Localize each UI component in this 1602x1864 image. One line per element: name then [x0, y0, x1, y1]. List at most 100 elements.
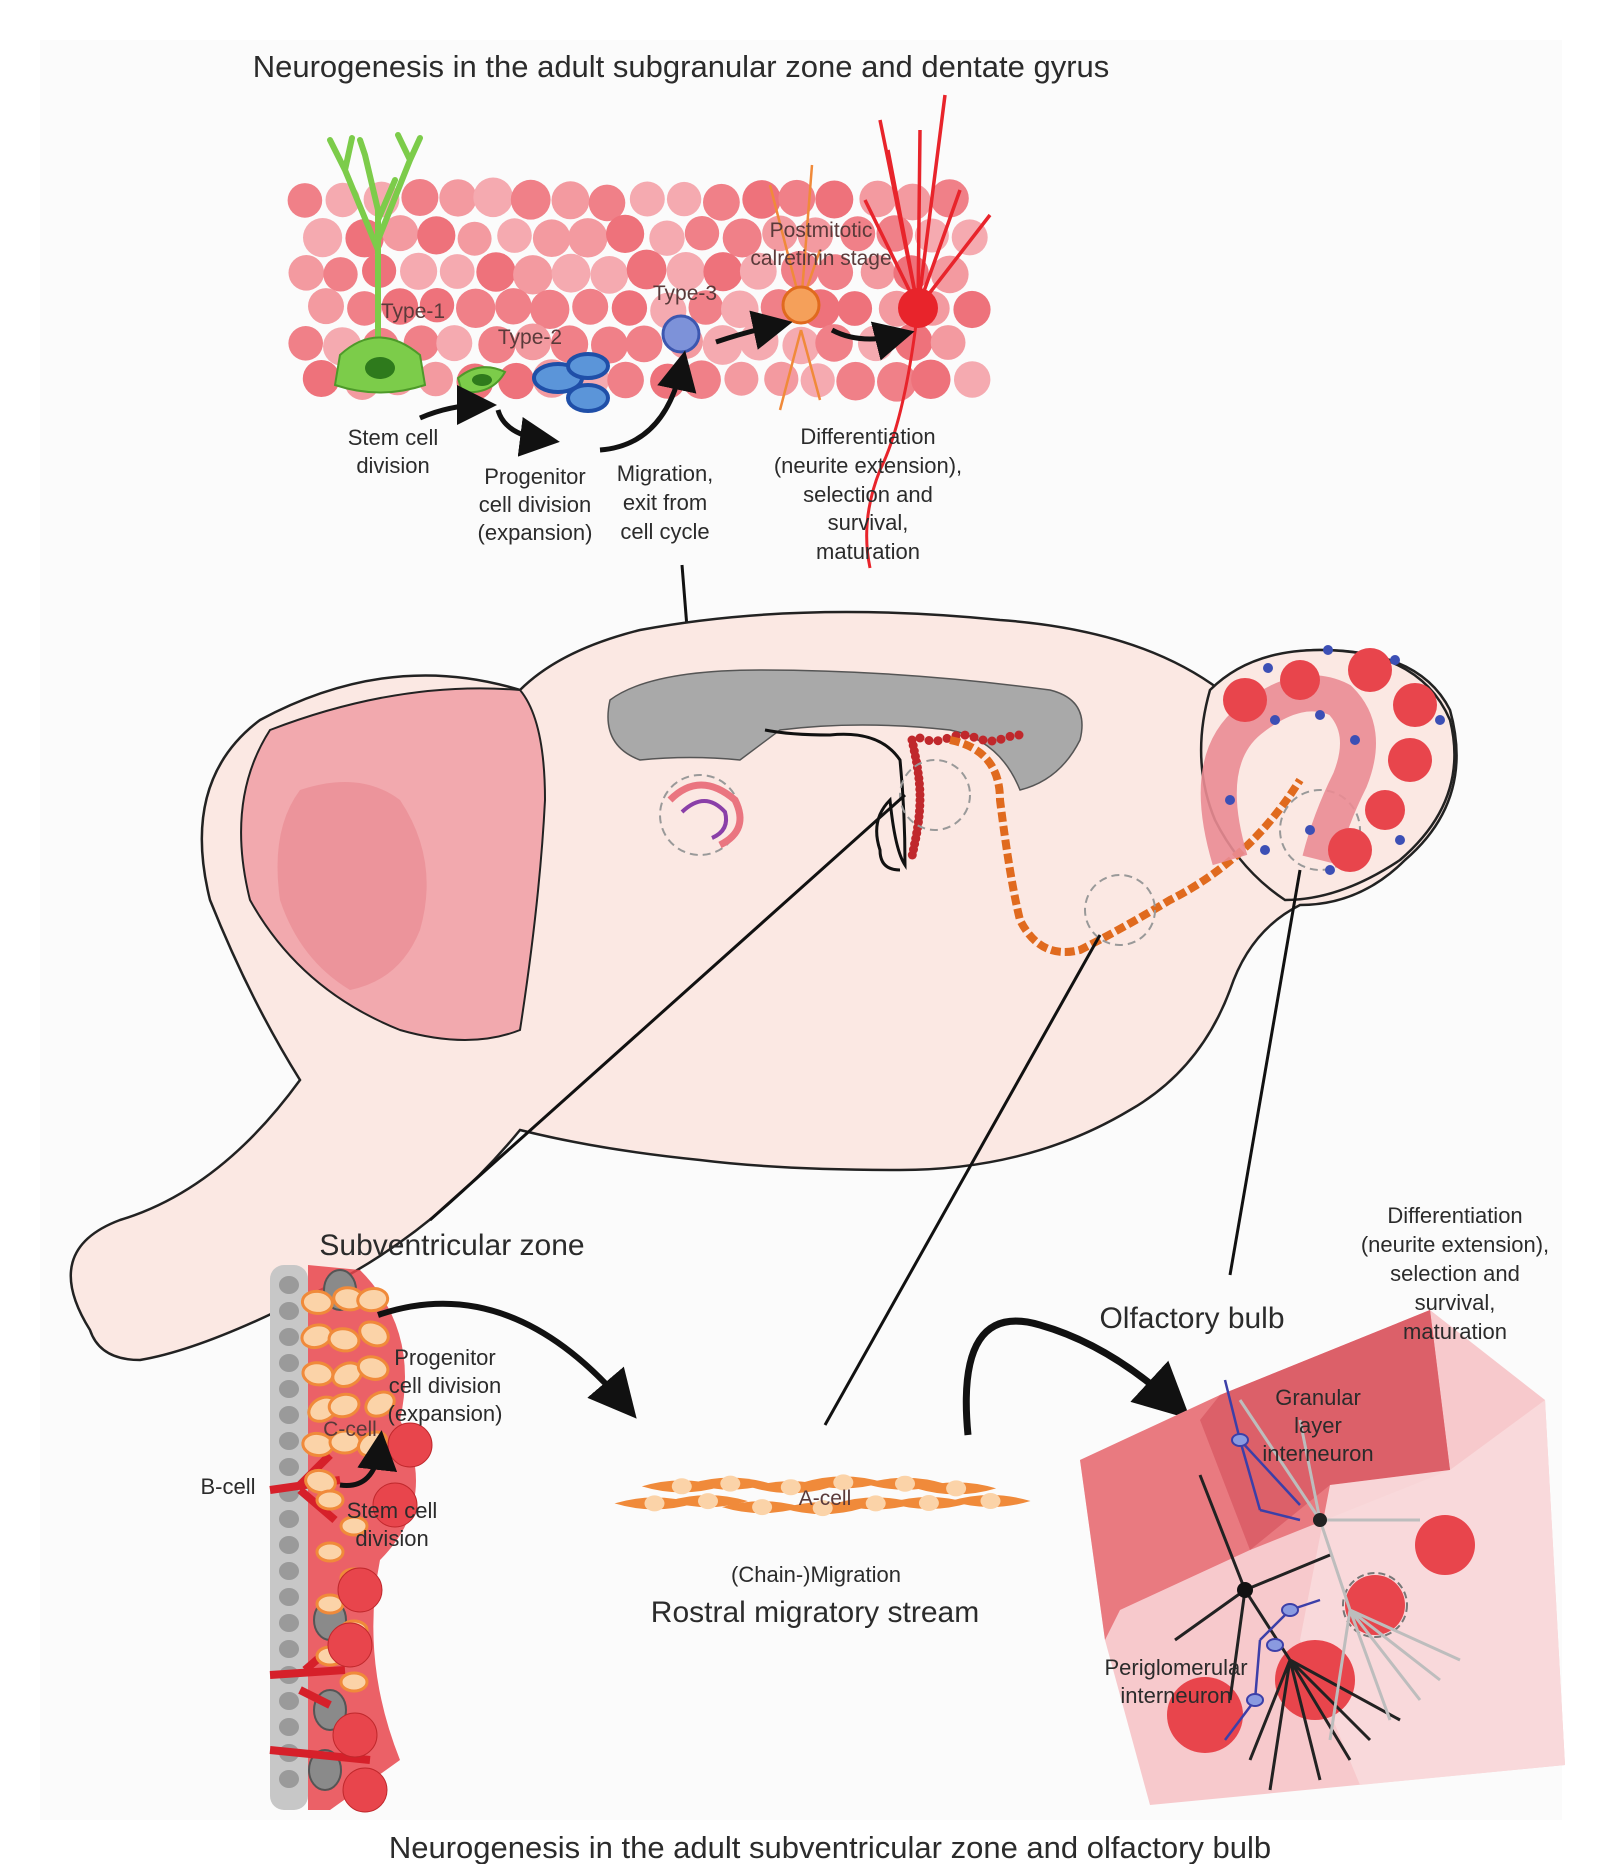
- ependymal-cell: [279, 1380, 299, 1398]
- svz-red-cell: [342, 1767, 388, 1813]
- dentate-arrows: [419, 310, 915, 457]
- label-granular-1: Granular: [1275, 1385, 1361, 1410]
- svz-red-cell: [387, 1422, 433, 1468]
- svz-red-cell: [337, 1567, 383, 1613]
- tissue-cell: [400, 252, 438, 290]
- tissue-cell: [724, 361, 759, 396]
- tissue-cell: [498, 362, 535, 400]
- c-cell: [339, 1671, 369, 1693]
- svz-to-rms-arrow: [377, 1300, 637, 1419]
- mitral-cell-body: [1237, 1582, 1253, 1598]
- label-ob-diff-2: (neurite extension),: [1361, 1232, 1549, 1257]
- label-dg-diff-1: Differentiation: [800, 424, 935, 449]
- tissue-cell: [857, 325, 894, 362]
- svz-red-cell: [327, 1622, 373, 1668]
- a-cell-nucleus: [644, 1495, 665, 1512]
- mature-granule-neuron: [863, 94, 992, 569]
- type1-stem-cell: [327, 132, 427, 394]
- a-cell-nucleus: [698, 1493, 718, 1510]
- svz-dot: [987, 736, 997, 746]
- tissue-cell: [836, 361, 875, 401]
- svz-dot: [915, 733, 925, 743]
- tissue-cell: [588, 184, 626, 222]
- tissue-cell: [840, 216, 876, 252]
- tissue-cell: [764, 361, 799, 396]
- svz-dot: [907, 850, 917, 860]
- tissue-cell: [303, 218, 343, 258]
- ob-dot: [1435, 715, 1445, 725]
- tissue-cell: [287, 183, 323, 218]
- a-cell-nucleus: [720, 1475, 741, 1492]
- ependymal-cell: [279, 1640, 299, 1658]
- label-svz-progenitor-3: (expansion): [388, 1401, 503, 1426]
- glomerulus: [1328, 828, 1372, 872]
- svz-dot: [1014, 730, 1024, 740]
- tissue-cell: [682, 360, 721, 400]
- tissue-cell: [739, 252, 777, 290]
- granule-interneuron-processes: [1223, 1379, 1321, 1741]
- svz-panel: [269, 1265, 433, 1813]
- ependymal-cell: [279, 1614, 299, 1632]
- tissue-cell: [742, 180, 781, 219]
- tissue-cell: [495, 288, 532, 325]
- svz-dot: [996, 734, 1006, 744]
- label-chain-migration: (Chain-)Migration: [731, 1562, 901, 1587]
- svz-dots: [907, 730, 1024, 860]
- label-periglomerular-2: interneuron: [1120, 1683, 1231, 1708]
- tissue-cell: [382, 215, 419, 252]
- label-ob-diff-4: survival,: [1415, 1290, 1496, 1315]
- tissue-cell: [308, 288, 344, 325]
- c-cell: [315, 1489, 345, 1511]
- rms-path: [949, 736, 1304, 956]
- label-migration-3: cell cycle: [620, 519, 709, 544]
- tissue-cell: [666, 181, 702, 217]
- c-cell: [339, 1515, 369, 1537]
- label-granular-3: interneuron: [1262, 1441, 1373, 1466]
- tissue-cell: [478, 326, 516, 364]
- a-cell-nucleus: [895, 1475, 915, 1492]
- glomerulus: [1348, 648, 1392, 692]
- ob-title: Olfactory bulb: [1099, 1302, 1284, 1335]
- label-dg-diff-5: maturation: [816, 539, 920, 564]
- tissue-cell: [551, 181, 590, 220]
- label-migration-1: Migration,: [617, 461, 714, 486]
- tufted-cell-dendrites: [1238, 1399, 1461, 1741]
- c-cell: [364, 1390, 396, 1418]
- c-cell: [327, 1327, 361, 1353]
- tissue-cell: [930, 325, 966, 360]
- tissue-cell: [590, 256, 629, 294]
- glomerulus: [1388, 738, 1432, 782]
- glomerulus: [1393, 683, 1437, 727]
- label-ob-diff-3: selection and: [1390, 1261, 1520, 1286]
- label-dg-diff-4: survival,: [828, 510, 909, 535]
- ependymal-cell: [279, 1302, 299, 1320]
- svz-title: Subventricular zone: [319, 1229, 584, 1262]
- svz-dot: [960, 730, 970, 740]
- tissue-cell: [817, 254, 854, 291]
- ependymal-cell: [279, 1354, 299, 1372]
- rms-cell-chain: [614, 1474, 1031, 1517]
- tissue-cell: [815, 180, 854, 219]
- tissue-cell: [684, 216, 720, 251]
- tissue-cell: [381, 288, 419, 325]
- label-type2: Type-2: [498, 326, 562, 349]
- a-cell-nucleus: [812, 1500, 833, 1517]
- a-cell-nucleus: [946, 1480, 967, 1497]
- ob-inset-circle: [1279, 789, 1361, 871]
- tissue-cell: [762, 215, 798, 252]
- tissue-cell: [514, 323, 552, 361]
- label-svz-stem-1: Stem cell: [347, 1498, 437, 1523]
- svz-inset-circle: [899, 759, 971, 831]
- ob-dot: [1325, 865, 1335, 875]
- label-dg-diff-2: (neurite extension),: [774, 453, 962, 478]
- ependymal-cell: [279, 1328, 299, 1346]
- svz-dot: [924, 736, 934, 745]
- svz-red-cell: [332, 1712, 378, 1758]
- label-type3: Type-3: [653, 282, 717, 305]
- tissue-cell: [572, 288, 609, 325]
- label-stem-division-1: Stem cell: [348, 425, 438, 450]
- label-b-cell: B-cell: [200, 1474, 255, 1499]
- ob-dot: [1270, 715, 1280, 725]
- tissue-cell: [473, 177, 513, 218]
- label-stem-division-2: division: [356, 453, 429, 478]
